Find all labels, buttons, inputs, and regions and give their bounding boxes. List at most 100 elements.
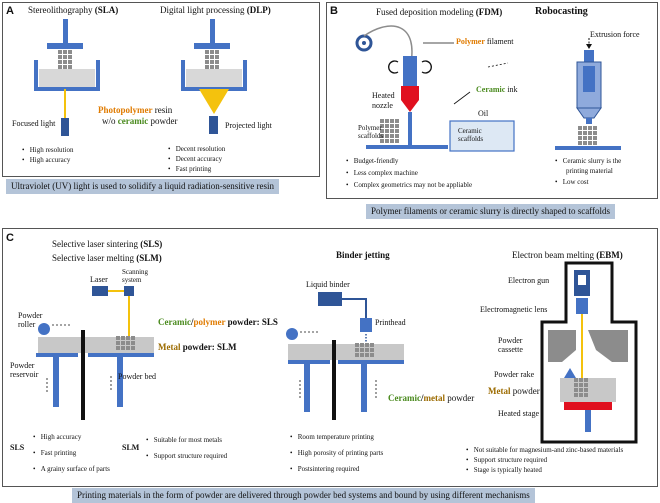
bj-feature-item: • High porosity of printing parts: [290, 449, 384, 457]
sls-feature-item: • Fast printing: [33, 449, 77, 457]
bj-reservoir-stem: [304, 364, 310, 412]
dlp-shaft: [210, 19, 215, 43]
dlp-resin: [186, 69, 242, 87]
resin-label-line1: Photopolymer resin: [98, 105, 173, 115]
slm-tag: SLM: [122, 443, 140, 452]
fdm-feature-item: • Budget-friendly: [346, 157, 399, 165]
panel-a-label: A: [6, 5, 14, 17]
binder-tube: [342, 298, 367, 318]
robo-feature-item: • Ceramic slurry is the: [555, 157, 622, 165]
panel-b-label: B: [330, 5, 338, 17]
ebm-chamber: [540, 261, 638, 444]
robocasting-title: Robocasting: [535, 6, 588, 17]
panel-b: [326, 2, 658, 199]
sls-tag: SLS: [10, 443, 25, 452]
sla-feature-item: • High accuracy: [22, 156, 71, 164]
oil-bath: [449, 120, 515, 152]
extrusion-force-label: Extrusion force: [590, 30, 640, 39]
panel-c-caption: Printing materials in the form of powder…: [72, 488, 535, 503]
ebm-feature-item: • Stage is typically heated: [466, 466, 542, 474]
fdm-bed: [366, 145, 448, 149]
fdm-nozzle-body: [401, 86, 419, 100]
sls-bed-plate: [88, 353, 154, 357]
sls-part: [116, 336, 135, 350]
bj-part: [355, 343, 374, 357]
syringe-plunger: [583, 66, 595, 92]
dlp-platform: [194, 43, 230, 49]
fdm-nozzle-stub: [408, 112, 412, 145]
slm-title: Selective laser melting (SLM): [52, 253, 162, 263]
slm-feature-item: • Support structure required: [146, 452, 228, 460]
liquid-binder-box: [318, 292, 342, 306]
focused-light-label: Focused light: [12, 119, 56, 128]
resin-label-line2: w/o ceramic powder: [102, 116, 178, 126]
binder-jetting-title: Binder jetting: [336, 250, 390, 260]
fdm-nozzle-tip: [401, 100, 419, 112]
panel-c-label: C: [6, 232, 14, 244]
bj-roller: [286, 328, 298, 340]
fdm-extruder-top: [403, 56, 417, 86]
ebm-stage-stem: [585, 410, 591, 432]
ebm-heated-stage: [564, 402, 612, 410]
polymer-scaffold: [380, 119, 399, 143]
powder-rake: [564, 368, 576, 378]
fdm-feature-item: • Complex geometrics may not be appliabl…: [346, 181, 473, 189]
gear-right-icon: [421, 60, 432, 74]
dlp-feature-item: • Decent accuracy: [168, 155, 223, 163]
bj-powder-bed: [288, 344, 404, 360]
sla-light-source: [61, 118, 69, 136]
sla-shaft: [63, 19, 68, 43]
cassette-left: [548, 330, 576, 362]
heated-stage-label: Heated stage: [498, 409, 540, 418]
ebm-metal-powder-label: Metal powder: [488, 386, 540, 396]
sls-feature-item: • A grainy surface of parts: [33, 465, 110, 473]
sla-title: Stereolithography (SLA): [28, 5, 119, 15]
sls-reservoir-stem: [53, 357, 59, 407]
cassette-right: [588, 330, 628, 362]
polymer-filament-label: Polymer filament: [456, 37, 514, 46]
syringe-tip: [576, 107, 602, 119]
sls-bed-stem: [117, 357, 123, 407]
powder-bed-label: Powder bed: [118, 372, 156, 381]
sla-part: [58, 50, 72, 69]
scanning-system: [124, 286, 134, 296]
ebm-feature-item: • Support structure required: [466, 456, 548, 464]
robo-bed: [555, 146, 621, 150]
panel-b-caption: Polymer filaments or ceramic slurry is d…: [366, 204, 616, 219]
sls-feature-item: • High accuracy: [33, 433, 82, 441]
ceramic-polymer-powder-label: Ceramic/polymer powder: SLS: [158, 317, 278, 327]
sla-resin: [39, 69, 95, 87]
robo-feature-item: printing material: [566, 167, 613, 175]
bj-bed-stem: [361, 364, 367, 412]
liquid-binder-label: Liquid binder: [306, 280, 350, 289]
ebm-title: Electron beam melting (EBM): [512, 250, 623, 260]
panel-a-caption: Ultraviolet (UV) light is used to solidi…: [6, 179, 279, 194]
ebm-part: [574, 378, 588, 397]
sls-reservoir-plate: [36, 353, 78, 357]
bj-reservoir-plate: [288, 360, 330, 364]
fdm-title: Fused deposition modeling (FDM): [376, 7, 503, 17]
ebm-feature-item: • Not suitable for magnesium-and zinc-ba…: [466, 446, 624, 454]
sla-platform: [47, 43, 83, 49]
dlp-part: [205, 50, 219, 69]
dlp-feature-item: • Decent resolution: [168, 145, 226, 153]
oil-label: Oil: [478, 109, 489, 118]
dlp-title: Digital light processing (DLP): [160, 5, 271, 15]
gear-left-icon: [388, 60, 399, 74]
dlp-light-source: [209, 116, 218, 134]
em-lens-label: Electromagnetic lens: [480, 305, 548, 314]
em-lens: [576, 298, 588, 314]
sls-powder-bed: [38, 337, 154, 353]
ceramic-ink-label: Ceramic ink: [476, 85, 518, 94]
slm-feature-item: • Suitable for most metals: [146, 436, 222, 444]
dlp-feature-item: • Fast printing: [168, 165, 212, 173]
